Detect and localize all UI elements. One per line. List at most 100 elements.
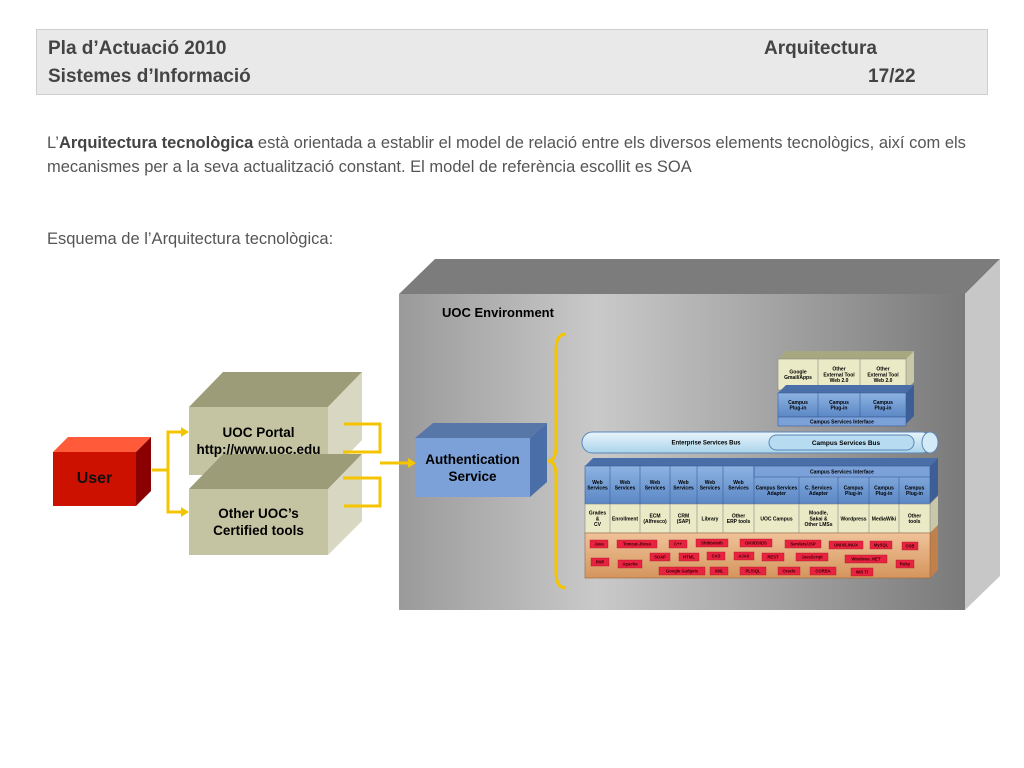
intro-paragraph: L’Arquitectura tecnològica està orientad… bbox=[47, 131, 987, 179]
user-box bbox=[53, 437, 151, 506]
application-label: ECM(Alfresco) bbox=[643, 513, 667, 525]
technology-chip bbox=[706, 551, 726, 561]
technology-chip-label: SOAP bbox=[654, 554, 666, 559]
portal-url[interactable]: http://www.uoc.edu bbox=[196, 442, 321, 457]
application-label: Library bbox=[702, 516, 719, 522]
technology-chip-label: Java bbox=[594, 541, 604, 546]
auth-box bbox=[415, 423, 547, 497]
technology-chip bbox=[590, 557, 610, 567]
technology-chip-label: Ruby bbox=[900, 561, 911, 566]
technology-chip-label: UNIX/LINUX bbox=[834, 542, 858, 547]
technology-chip-label: MySQL bbox=[874, 542, 889, 547]
auth-label-line1: Authentication bbox=[425, 452, 520, 467]
tools-label-line2: Certified tools bbox=[213, 523, 304, 538]
campus-services-bus-label: Campus Services Bus bbox=[812, 440, 881, 447]
technology-chip bbox=[777, 566, 801, 576]
tools-label-line1: Other UOC’s bbox=[218, 506, 299, 521]
connector-arrows bbox=[152, 422, 410, 514]
technology-chip-label: CORBA bbox=[815, 568, 830, 573]
technology-chip-label: Tomcat-Jboss bbox=[623, 541, 652, 546]
technology-chip-label: Oracle bbox=[782, 568, 796, 573]
header-subtitle: Sistemes d’Informació bbox=[48, 66, 251, 87]
technology-chip-label: OSB bbox=[905, 543, 914, 548]
services-layer bbox=[584, 458, 938, 505]
application-label: Grades&CV bbox=[589, 511, 606, 529]
header-title: Pla d’Actuació 2010 bbox=[48, 38, 227, 59]
technology-chip-label: Servlets/JSP bbox=[790, 541, 816, 546]
portal-label: UOC Portal http://www.uoc.edu bbox=[189, 422, 328, 460]
application-label: Wordpress bbox=[840, 516, 866, 522]
technology-chip-label: Apache bbox=[622, 561, 638, 566]
enterprise-services-bus-label: Enterprise Services Bus bbox=[671, 441, 741, 447]
technology-chip bbox=[895, 559, 915, 569]
technology-chip-label: HTML bbox=[683, 554, 695, 559]
technology-chip bbox=[739, 538, 773, 548]
technology-chip-label: IMS TI bbox=[856, 569, 868, 574]
technology-chip bbox=[828, 540, 864, 550]
technology-chip-label: Google Gadgets bbox=[666, 568, 699, 573]
header-section: Arquitectura bbox=[764, 38, 877, 59]
service-dividers bbox=[609, 466, 900, 504]
application-label: Enrollment bbox=[612, 516, 638, 522]
intro-prefix: L’ bbox=[47, 134, 59, 152]
technology-chip bbox=[733, 551, 755, 561]
technology-chip-label: REST bbox=[767, 554, 779, 559]
tools-label: Other UOC’s Certified tools bbox=[189, 503, 328, 541]
slide-header: Pla d’Actuació 2010 Sistemes d’Informaci… bbox=[36, 29, 988, 95]
portal-label-line1: UOC Portal bbox=[222, 425, 295, 440]
technology-chip-label: Windows .NET bbox=[851, 556, 880, 561]
technology-chip bbox=[589, 539, 609, 549]
technology-chip bbox=[695, 538, 729, 548]
external-tools-row bbox=[777, 351, 914, 391]
technology-chip bbox=[761, 552, 785, 562]
technology-chip bbox=[678, 552, 700, 562]
technology-chip-label: CAS bbox=[712, 553, 721, 558]
technology-chip-label: OKI/OSIDS bbox=[745, 540, 767, 545]
technology-chip bbox=[617, 559, 643, 569]
campus-services-interface-mid: Campus Services Interface bbox=[810, 469, 874, 475]
application-dividers bbox=[609, 504, 900, 533]
technology-chip-label: JavaScript bbox=[801, 554, 823, 559]
tools-box bbox=[189, 454, 362, 555]
intro-rest: està orientada a establir el model de re… bbox=[47, 134, 966, 176]
application-label: CRM(SAP) bbox=[677, 513, 691, 525]
technology-chip bbox=[658, 566, 706, 576]
plugins-top-row bbox=[777, 385, 914, 427]
intro-bold-term: Arquitectura tecnològica bbox=[58, 134, 254, 152]
technology-chip bbox=[784, 539, 822, 549]
technology-chip bbox=[649, 552, 671, 562]
campus-services-interface-top: Campus Services Interface bbox=[810, 419, 874, 425]
technology-chip bbox=[901, 541, 919, 551]
technology-chip bbox=[668, 539, 688, 549]
technology-chips bbox=[589, 538, 919, 577]
arrow-heads bbox=[181, 427, 416, 517]
bracket-curly bbox=[547, 332, 567, 590]
technology-chip bbox=[850, 567, 874, 577]
technology-chip bbox=[844, 554, 888, 564]
application-label: Moodle,Sakai &Other LMSs bbox=[804, 511, 832, 529]
technology-chip bbox=[616, 539, 658, 549]
header-page-number: 17/22 bbox=[868, 66, 916, 87]
diagram-subtitle: Esquema de l’Arquitectura tecnològica: bbox=[47, 230, 334, 248]
technology-chip-label: PL/SQL bbox=[745, 568, 761, 573]
service-bus bbox=[581, 431, 939, 454]
